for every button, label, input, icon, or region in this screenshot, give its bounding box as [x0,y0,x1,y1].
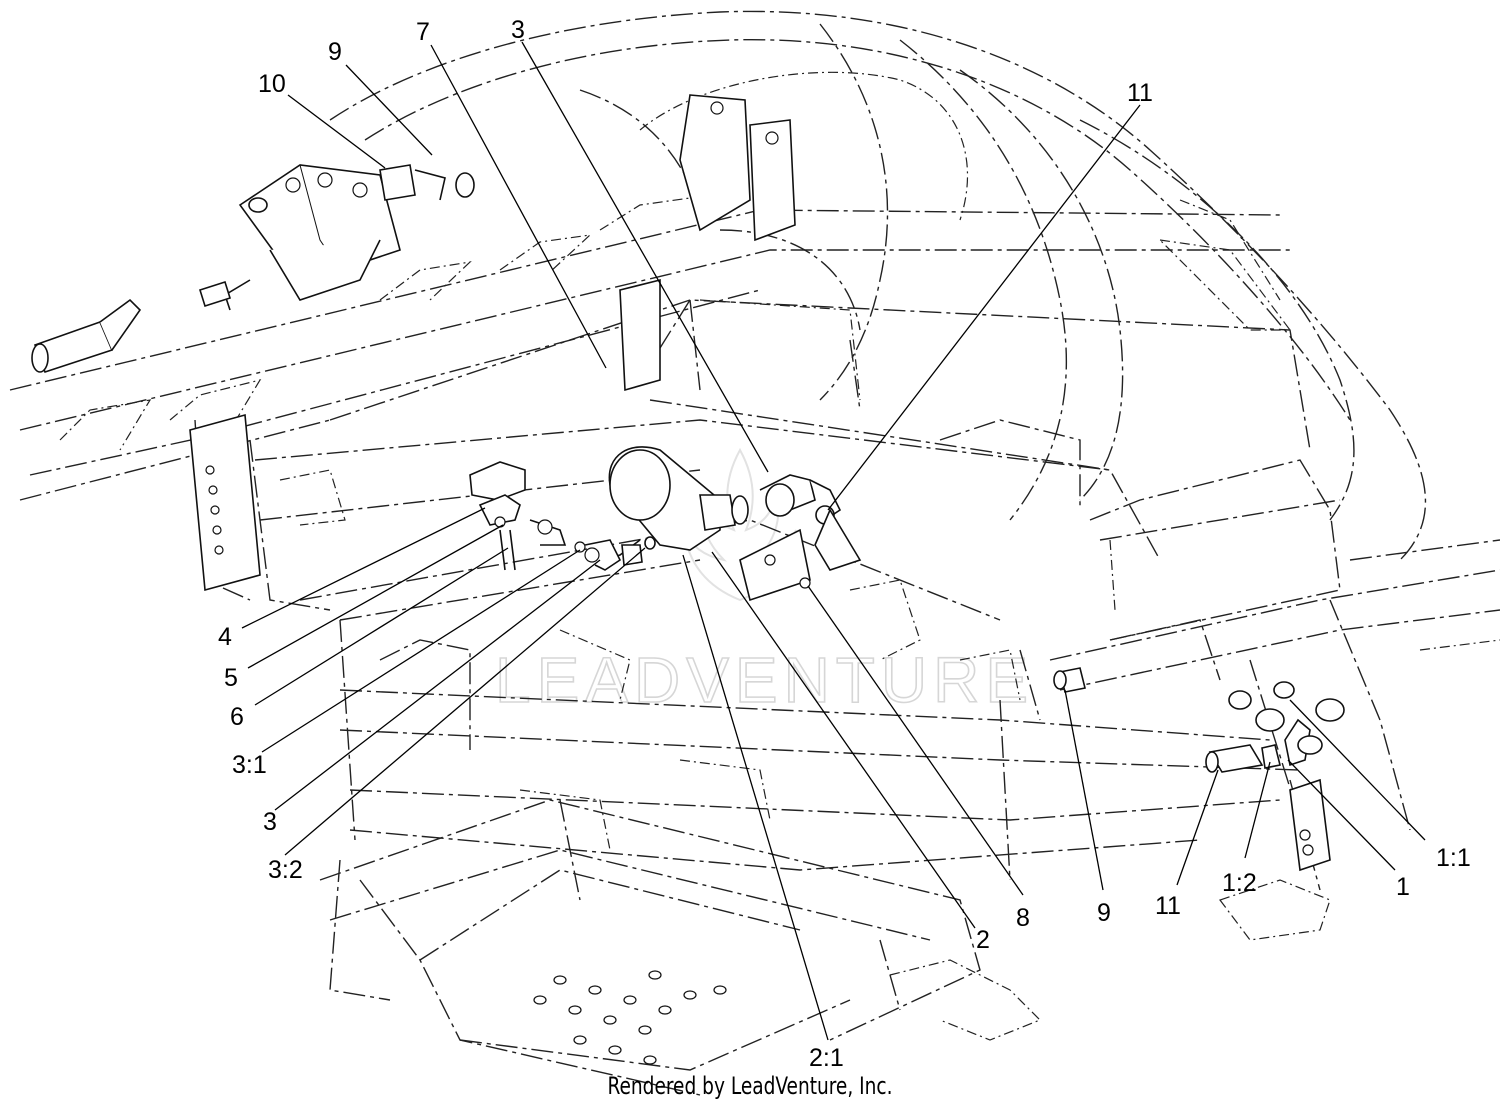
left-side-plate [189,413,261,592]
right-side-fittings [1053,667,1345,872]
callout-6: 6 [230,703,244,731]
callout-8: 8 [1016,904,1030,932]
callout-3-2: 3:2 [268,856,303,884]
callout-leader-lines [241,41,1426,1041]
callout-3-mid: 3 [263,808,277,836]
callout-11-top: 11 [1127,79,1153,107]
svg-text:LEADVENTURE: LEADVENTURE [495,644,1034,716]
leadventure-watermark: LEADVENTURE [494,447,1034,717]
clamp-and-fittings [469,461,643,571]
callout-5: 5 [224,664,238,692]
callout-4: 4 [218,623,232,651]
callout-9-bottom: 9 [1097,899,1111,927]
callout-7: 7 [416,18,430,46]
callout-2-1: 2:1 [809,1044,844,1072]
hydraulic-cylinder [31,280,232,374]
callout-3-top: 3 [511,16,525,44]
callout-labels: 10 9 7 3 11 4 5 6 3:1 3 3:2 2:1 2 8 9 11… [218,16,1471,1072]
callout-2: 2 [976,926,990,954]
callout-9-top: 9 [328,38,342,66]
callout-1-1: 1:1 [1436,844,1471,872]
rendered-by-footer: Rendered by LeadVenture, Inc. [607,1072,893,1100]
callout-3-1: 3:1 [232,751,267,779]
callout-11-bottom: 11 [1155,892,1181,920]
callout-1-2: 1:2 [1222,869,1257,897]
callout-10: 10 [258,70,286,98]
seat-bracket [619,94,796,392]
callout-1: 1 [1396,873,1410,901]
step-plate-holes [533,970,727,1065]
control-valve-assembly [224,164,475,311]
hydraulic-filter-assembly [599,446,862,602]
